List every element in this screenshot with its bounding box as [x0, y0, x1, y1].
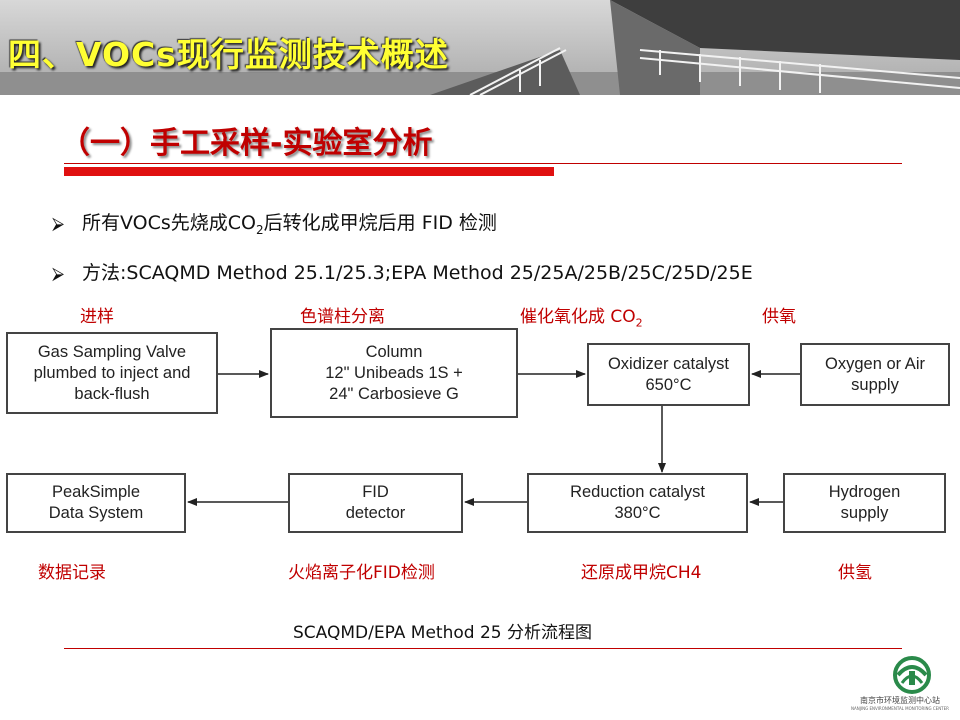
logo-subtitle: NANJING ENVIRONMENTAL MONITORING CENTER — [851, 706, 949, 711]
label-record: 数据记录 — [38, 563, 106, 583]
logo-name: 南京市环境监测中心站 — [860, 696, 940, 705]
bullet-2-text: 方法:SCAQMD Method 25.1/25.3;EPA Method 25… — [82, 262, 753, 284]
bullet-1-subscript: 2 — [256, 222, 264, 237]
box-oxygen-supply: Oxygen or Air supply — [800, 343, 950, 406]
page-title: 四、VOCs现行监测技术概述 — [8, 35, 449, 74]
footer-divider-line — [64, 648, 902, 649]
label-fid: 火焰离子化FID检测 — [288, 563, 435, 583]
header-photo-decoration — [0, 0, 960, 95]
box-column: Column 12" Unibeads 1S + 24" Carbosieve … — [270, 328, 518, 418]
label-column: 色谱柱分离 — [300, 307, 385, 327]
bullet-1-text-post: 后转化成甲烷后用 FID 检测 — [263, 212, 497, 234]
arrow-bullet-icon: ⮚ — [52, 214, 65, 234]
label-sampling: 进样 — [80, 307, 114, 327]
box-reduction-catalyst: Reduction catalyst 380°C — [527, 473, 748, 533]
label-hydrogen: 供氢 — [838, 563, 872, 583]
label-reduce: 还原成甲烷CH4 — [581, 563, 702, 583]
label-oxygen: 供氧 — [762, 307, 796, 327]
diagram-caption: SCAQMD/EPA Method 25 分析流程图 — [293, 623, 592, 643]
box-oxidizer-catalyst: Oxidizer catalyst 650°C — [587, 343, 750, 406]
box-peaksimple: PeakSimple Data System — [6, 473, 186, 533]
label-oxidize-text: 催化氧化成 CO — [520, 307, 636, 327]
section-subtitle: （一）手工采样-实验室分析 — [60, 126, 433, 161]
bullet-1-text-pre: 所有VOCs先烧成CO — [82, 212, 257, 234]
label-oxidize: 催化氧化成 CO2 — [520, 302, 643, 329]
box-gas-sampling-valve: Gas Sampling Valve plumbed to inject and… — [6, 332, 218, 414]
title-divider-line — [64, 163, 902, 164]
bullet-item-2: ⮚ 方法:SCAQMD Method 25.1/25.3;EPA Method 2… — [52, 258, 753, 285]
monitoring-center-logo-icon — [893, 656, 931, 694]
header-banner: 四、VOCs现行监测技术概述 — [0, 0, 960, 95]
box-fid-detector: FID detector — [288, 473, 463, 533]
bullet-item-1: ⮚ 所有VOCs先烧成CO2后转化成甲烷后用 FID 检测 — [52, 208, 497, 237]
box-hydrogen-supply: Hydrogen supply — [783, 473, 946, 533]
label-oxidize-subscript: 2 — [635, 316, 643, 330]
title-underline-bar — [64, 167, 554, 176]
arrow-bullet-icon: ⮚ — [52, 264, 65, 284]
